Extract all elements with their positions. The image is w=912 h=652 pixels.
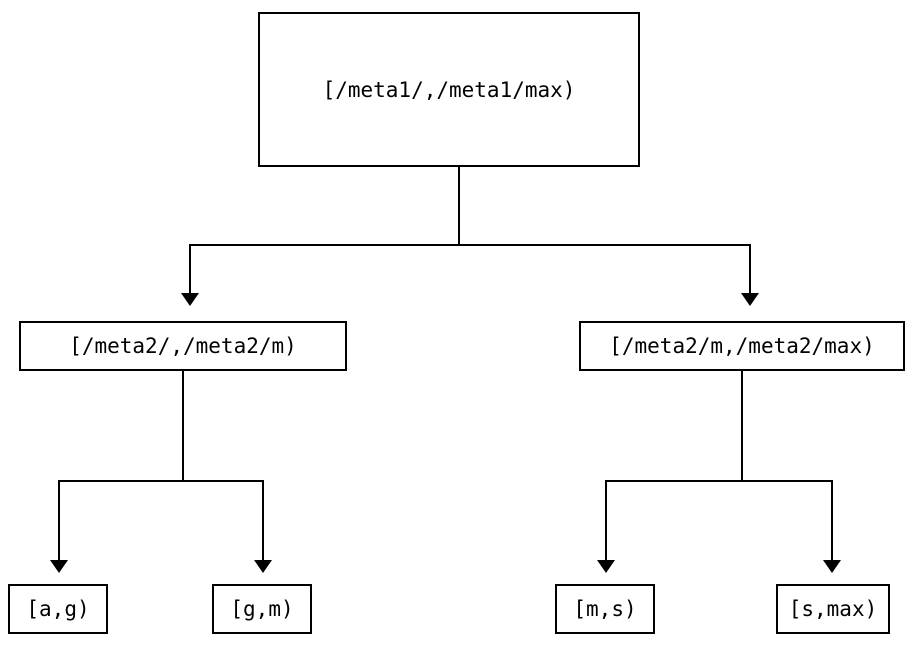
node-leaf-3[interactable]: [m,s) — [555, 584, 655, 634]
node-root-label: [/meta1/,/meta1/max) — [322, 77, 576, 102]
edge-mid-left-bar — [58, 480, 264, 482]
node-leaf-4-label: [s,max) — [788, 597, 878, 621]
arrow-head-to-leaf-2 — [254, 560, 272, 573]
edge-mid-left-to-leaf1-drop — [58, 480, 60, 562]
node-mid-right[interactable]: [/meta2/m,/meta2/max) — [579, 321, 905, 371]
edge-root-stem — [458, 167, 460, 246]
arrow-head-to-leaf-3 — [597, 560, 615, 573]
edge-mid-right-to-leaf3-drop — [605, 480, 607, 562]
node-leaf-1-label: [a,g) — [26, 597, 90, 621]
arrow-head-to-mid-right — [741, 293, 759, 306]
node-root[interactable]: [/meta1/,/meta1/max) — [258, 12, 640, 167]
node-leaf-2[interactable]: [g,m) — [212, 584, 312, 634]
node-mid-left[interactable]: [/meta2/,/meta2/m) — [19, 321, 347, 371]
edge-mid-right-to-leaf4-drop — [831, 480, 833, 562]
edge-mid-right-bar — [605, 480, 833, 482]
node-mid-right-label: [/meta2/m,/meta2/max) — [609, 334, 875, 358]
edge-root-to-mid-right-drop — [749, 244, 751, 296]
edge-mid-right-stem — [741, 371, 743, 482]
node-leaf-4[interactable]: [s,max) — [776, 584, 890, 634]
edge-mid-left-to-leaf2-drop — [262, 480, 264, 562]
edge-root-to-mid-left-drop — [189, 244, 191, 296]
arrow-head-to-leaf-4 — [823, 560, 841, 573]
edge-mid-left-stem — [182, 371, 184, 482]
node-leaf-3-label: [m,s) — [573, 597, 637, 621]
node-mid-left-label: [/meta2/,/meta2/m) — [69, 334, 297, 358]
edge-root-bar — [189, 244, 751, 246]
arrow-head-to-leaf-1 — [50, 560, 68, 573]
node-leaf-2-label: [g,m) — [230, 597, 294, 621]
arrow-head-to-mid-left — [181, 293, 199, 306]
node-leaf-1[interactable]: [a,g) — [8, 584, 108, 634]
